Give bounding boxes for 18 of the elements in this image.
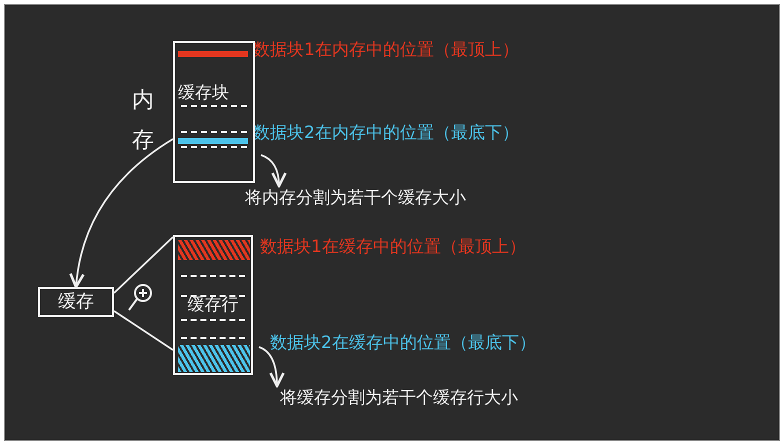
connector-line bbox=[114, 310, 174, 351]
data-block-bar bbox=[178, 138, 248, 144]
block-label: 缓存行 bbox=[180, 295, 246, 319]
note-text: 将内存分割为若干个缓存大小 bbox=[245, 188, 485, 212]
hatched-data-block bbox=[178, 345, 250, 372]
connector-line bbox=[113, 236, 174, 294]
annotation-text: 数据块2在缓存中的位置（最底下） bbox=[270, 333, 536, 353]
cache-line-column-box bbox=[173, 235, 253, 375]
block-label: 缓存块 bbox=[178, 83, 248, 107]
curved-arrow bbox=[258, 346, 284, 388]
data-block-bar bbox=[178, 51, 248, 57]
curved-arrow bbox=[260, 154, 286, 188]
hatched-data-block bbox=[178, 240, 250, 260]
curved-arrow bbox=[70, 138, 174, 288]
note-text: 将缓存分割为若干个缓存行大小 bbox=[280, 388, 540, 412]
annotation-text: 数据块1在缓存中的位置（最顶上） bbox=[260, 237, 526, 257]
cache-box: 缓存 bbox=[38, 287, 114, 317]
vertical-title: 内存 bbox=[131, 87, 155, 155]
